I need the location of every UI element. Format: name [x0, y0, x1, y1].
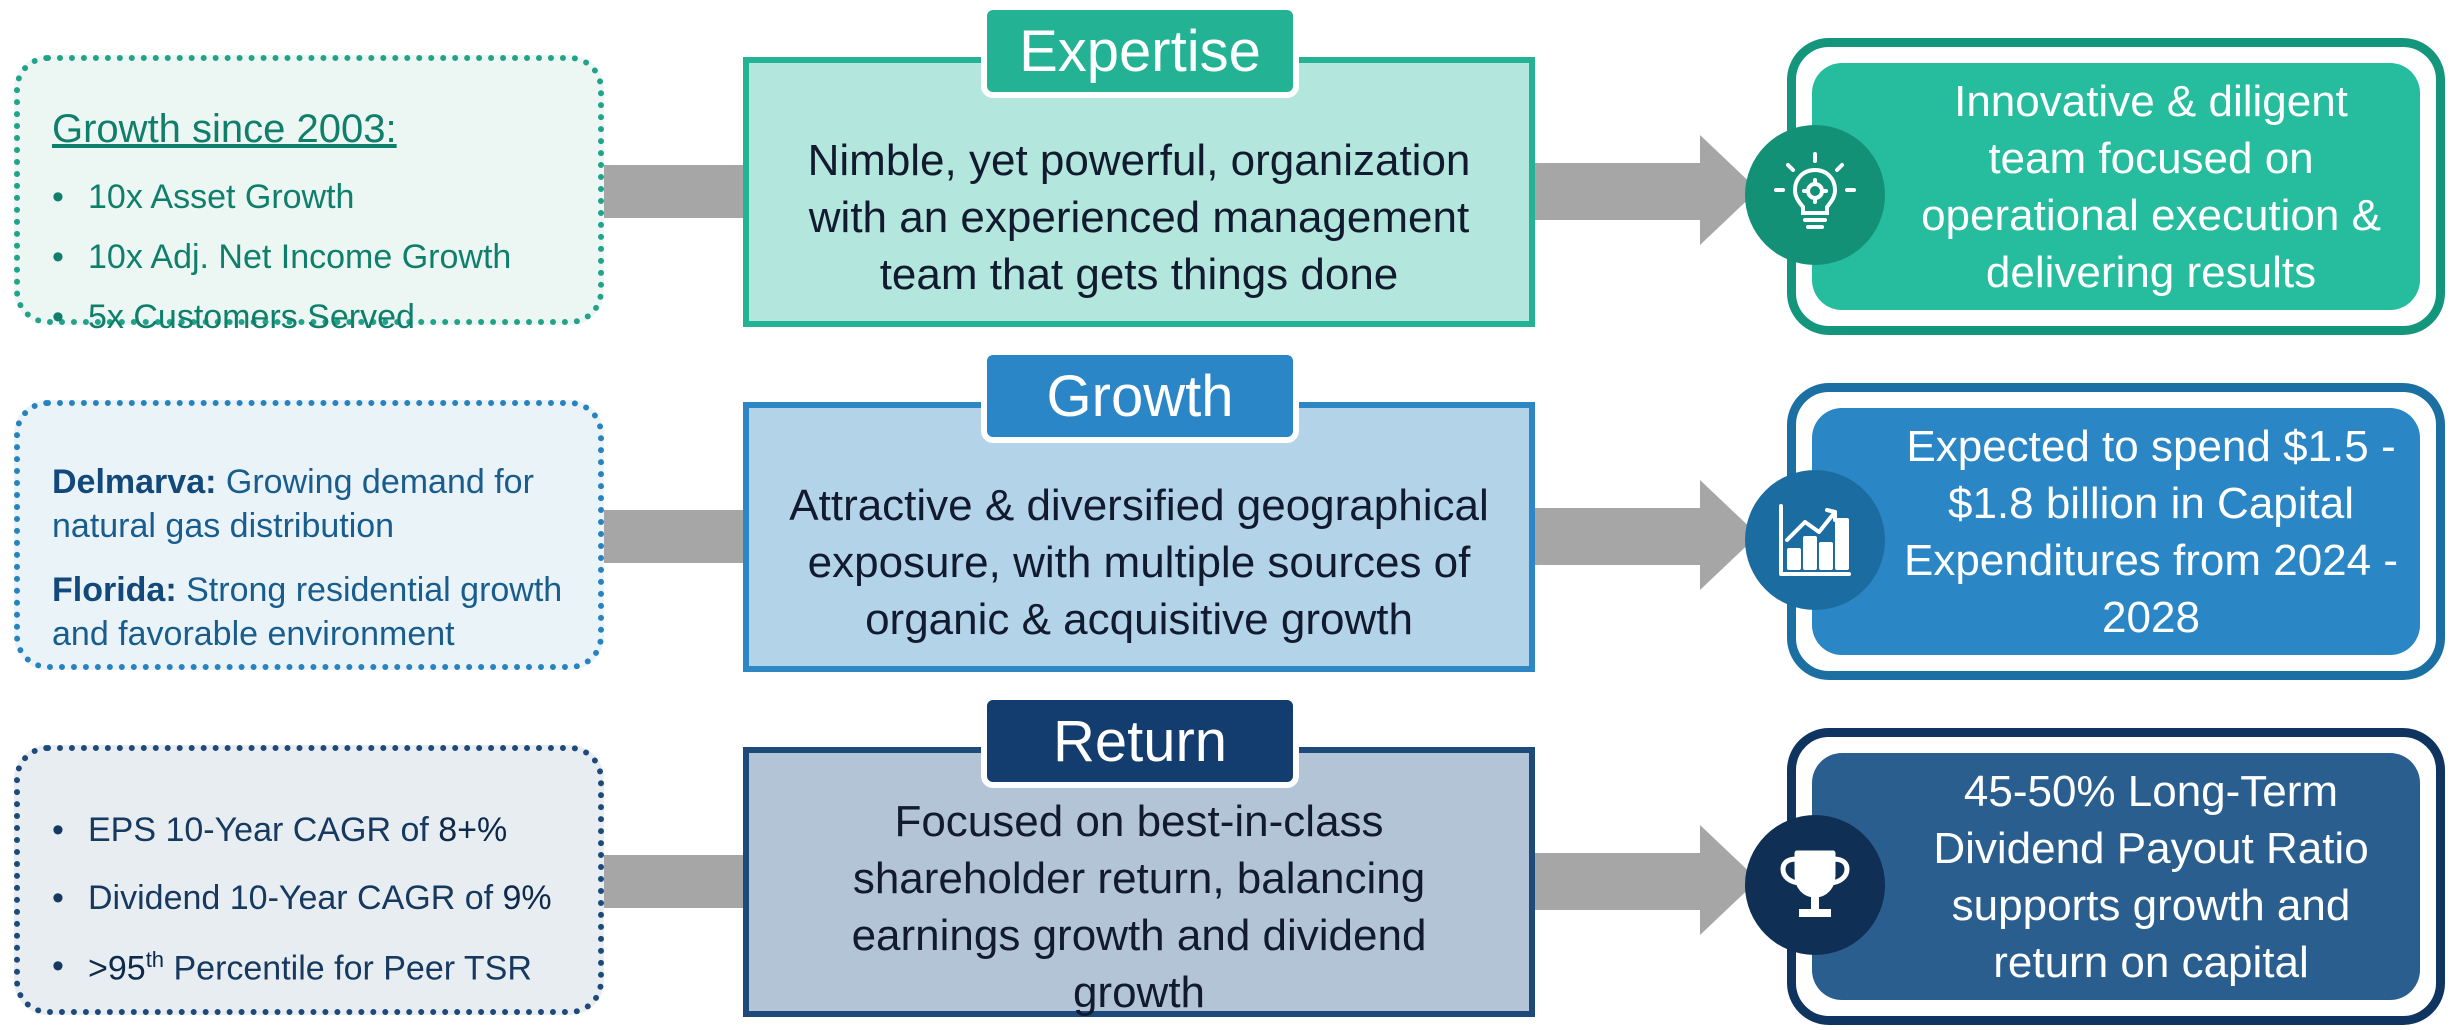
- arrow-shaft: [1535, 853, 1705, 910]
- expertise-result-box: Innovative & diligent team focused on op…: [1787, 38, 2445, 335]
- bullet-value: 9%: [502, 879, 552, 917]
- bullet-item: 10x Asset Growth: [52, 178, 566, 217]
- growth-result-box: Expected to spend $1.5 - $1.8 billion in…: [1787, 383, 2445, 680]
- growth-bullet-list: 10x Asset Growth 10x Adj. Net Income Gro…: [52, 178, 566, 337]
- delmarva-text: Growing demand for natural gas distribut…: [52, 463, 534, 545]
- connector-bar: [600, 165, 745, 218]
- bullet-item: 10x Adj. Net Income Growth: [52, 238, 566, 277]
- growth-since-2003-box: Growth since 2003: 10x Asset Growth 10x …: [14, 55, 604, 337]
- return-metrics-box: EPS 10-Year CAGR of 8+% Dividend 10-Year…: [14, 745, 604, 1015]
- growth-result-text: Expected to spend $1.5 - $1.8 billion in…: [1903, 421, 2399, 642]
- bullet-text: EPS 10-Year CAGR of: [88, 811, 439, 849]
- growth-result-inner: Expected to spend $1.5 - $1.8 billion in…: [1812, 408, 2420, 655]
- bullet-text: Dividend 10-Year CAGR of: [88, 879, 503, 917]
- bullet-text: Percentile for Peer TSR: [164, 949, 532, 988]
- expertise-tab: Expertise: [981, 4, 1299, 98]
- bullet-value: >95: [88, 949, 146, 988]
- expertise-result-inner: Innovative & diligent team focused on op…: [1812, 63, 2420, 310]
- bullet-superscript: th: [145, 947, 165, 972]
- connector-bar: [600, 510, 745, 563]
- arrow-shaft: [1535, 163, 1705, 220]
- expertise-row: Growth since 2003: 10x Asset Growth 10x …: [0, 0, 2457, 340]
- bullet-item: EPS 10-Year CAGR of 8+%: [52, 811, 566, 850]
- bullet-value: 8+%: [438, 811, 508, 849]
- return-description: Focused on best-in-class shareholder ret…: [851, 797, 1427, 1017]
- delmarva-paragraph: Delmarva: Growing demand for natural gas…: [52, 460, 566, 548]
- growth-center-box: Attractive & diversified geographical ex…: [743, 402, 1535, 672]
- lightbulb-gear-icon: [1745, 125, 1885, 265]
- return-tab: Return: [981, 694, 1299, 788]
- return-result-box: 45-50% Long-Term Dividend Payout Ratio s…: [1787, 728, 2445, 1025]
- return-center-box: Focused on best-in-class shareholder ret…: [743, 747, 1535, 1017]
- bullet-item: Dividend 10-Year CAGR of 9%: [52, 879, 566, 918]
- bullet-item: >95th Percentile for Peer TSR: [52, 947, 566, 988]
- expertise-result-text: Innovative & diligent team focused on op…: [1921, 76, 2381, 297]
- return-row: EPS 10-Year CAGR of 8+% Dividend 10-Year…: [0, 690, 2457, 1030]
- trophy-icon: [1745, 815, 1885, 955]
- florida-paragraph: Florida: Strong residential growth and f…: [52, 568, 566, 656]
- delmarva-label: Delmarva:: [52, 463, 217, 501]
- return-result-text: 45-50% Long-Term Dividend Payout Ratio s…: [1933, 766, 2369, 987]
- connector-bar: [600, 855, 745, 908]
- growth-since-heading: Growth since 2003:: [52, 107, 397, 151]
- regional-growth-box: Delmarva: Growing demand for natural gas…: [14, 400, 604, 670]
- return-bullet-list: EPS 10-Year CAGR of 8+% Dividend 10-Year…: [52, 811, 566, 988]
- growth-tab: Growth: [981, 349, 1299, 443]
- expertise-description: Nimble, yet powerful, organization with …: [807, 135, 1471, 299]
- florida-text: Strong residential growth and favorable …: [52, 571, 563, 653]
- arrow-shaft: [1535, 508, 1705, 565]
- return-result-inner: 45-50% Long-Term Dividend Payout Ratio s…: [1812, 753, 2420, 1000]
- growth-row: Delmarva: Growing demand for natural gas…: [0, 345, 2457, 685]
- growth-description: Attractive & diversified geographical ex…: [789, 480, 1489, 644]
- florida-label: Florida:: [52, 571, 177, 609]
- bar-chart-growth-icon: [1745, 470, 1885, 610]
- expertise-center-box: Nimble, yet powerful, organization with …: [743, 57, 1535, 327]
- bullet-item: 5x Customers Served: [52, 298, 566, 337]
